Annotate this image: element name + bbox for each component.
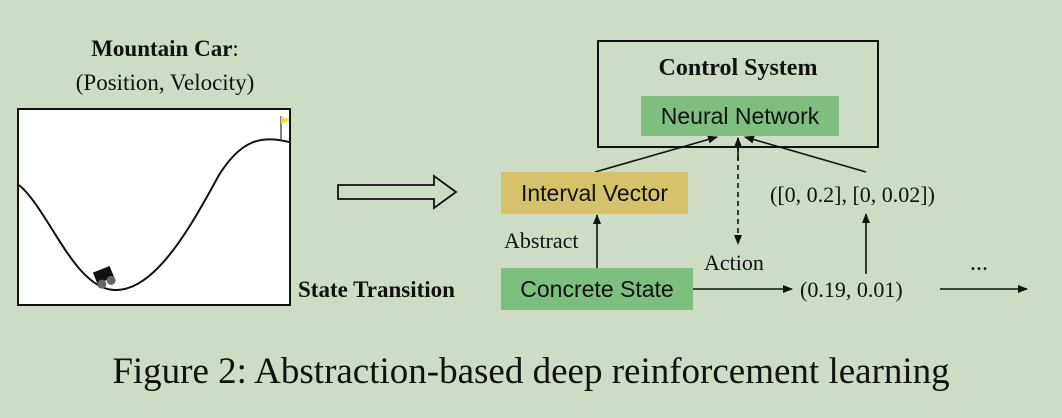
mountain-car-illustration (18, 116, 291, 292)
figure-caption: Figure 2: Abstraction-based deep reinfor… (112, 351, 950, 392)
car-icon (92, 265, 116, 289)
next-state-value: (0.19, 0.01) (800, 277, 903, 302)
action-label: Action (704, 250, 764, 275)
mountain-car-title: Mountain Car: (30, 36, 300, 62)
neural-network-node: Neural Network (641, 96, 839, 136)
mountain-car-title-text: Mountain Car (91, 36, 233, 61)
control-system-box (597, 40, 879, 148)
arrow-interval-to-network (594, 135, 718, 173)
flag-icon (280, 116, 291, 140)
interval-vector-node: Interval Vector (501, 172, 688, 214)
interval-value: ([0, 0.2], [0, 0.02]) (770, 182, 935, 207)
concrete-state-node: Concrete State (501, 268, 693, 310)
mountain-car-title-colon: : (232, 36, 239, 61)
hollow-arrow-icon (337, 174, 458, 210)
ellipsis: ... (970, 250, 988, 276)
mountain-curve (18, 138, 290, 292)
state-transition-label: State Transition (298, 277, 455, 302)
arrow-interval-label-to-network (744, 135, 867, 173)
mountain-car-subtitle: (Position, Velocity) (75, 70, 255, 95)
abstract-label: Abstract (504, 228, 579, 253)
control-system-title: Control System (658, 55, 818, 81)
mountain-car-environment (17, 108, 291, 306)
